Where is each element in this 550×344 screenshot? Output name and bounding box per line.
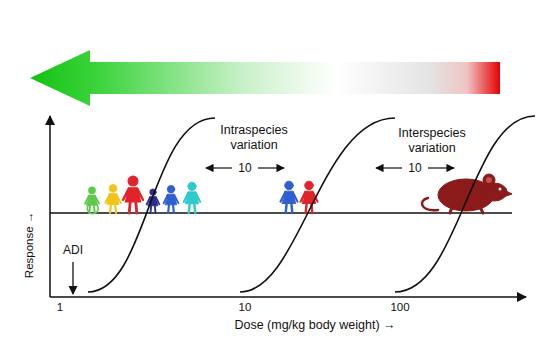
- variation-label: Intraspecies variation: [212, 123, 296, 153]
- tick-label: 100: [390, 301, 409, 315]
- axis-title: Dose (mg/kg body weight) →: [234, 318, 395, 333]
- factor-arrow: [206, 167, 232, 168]
- variation-label: Interspecies variation: [390, 126, 474, 156]
- factor-number: 10: [238, 161, 251, 175]
- safety-arrow: [30, 50, 500, 106]
- factor-arrow: [376, 167, 402, 168]
- tick-label: 1: [57, 301, 63, 315]
- axis-title: Response →: [23, 212, 37, 278]
- factor-arrow: [258, 167, 284, 168]
- dose-response-curve: [88, 116, 535, 292]
- rat-figure: [422, 174, 512, 213]
- tick-label: 10: [239, 301, 252, 315]
- factor-arrow: [428, 167, 454, 168]
- factor-number: 10: [408, 161, 421, 175]
- response-baseline: [50, 212, 512, 213]
- dose-response-curve: [88, 118, 215, 292]
- adi-arrow: [72, 262, 73, 294]
- x-axis: [50, 296, 526, 298]
- adi-label: ADI: [63, 243, 83, 257]
- y-axis: [49, 116, 51, 297]
- human-population: [85, 176, 200, 214]
- human-pair: [280, 181, 317, 213]
